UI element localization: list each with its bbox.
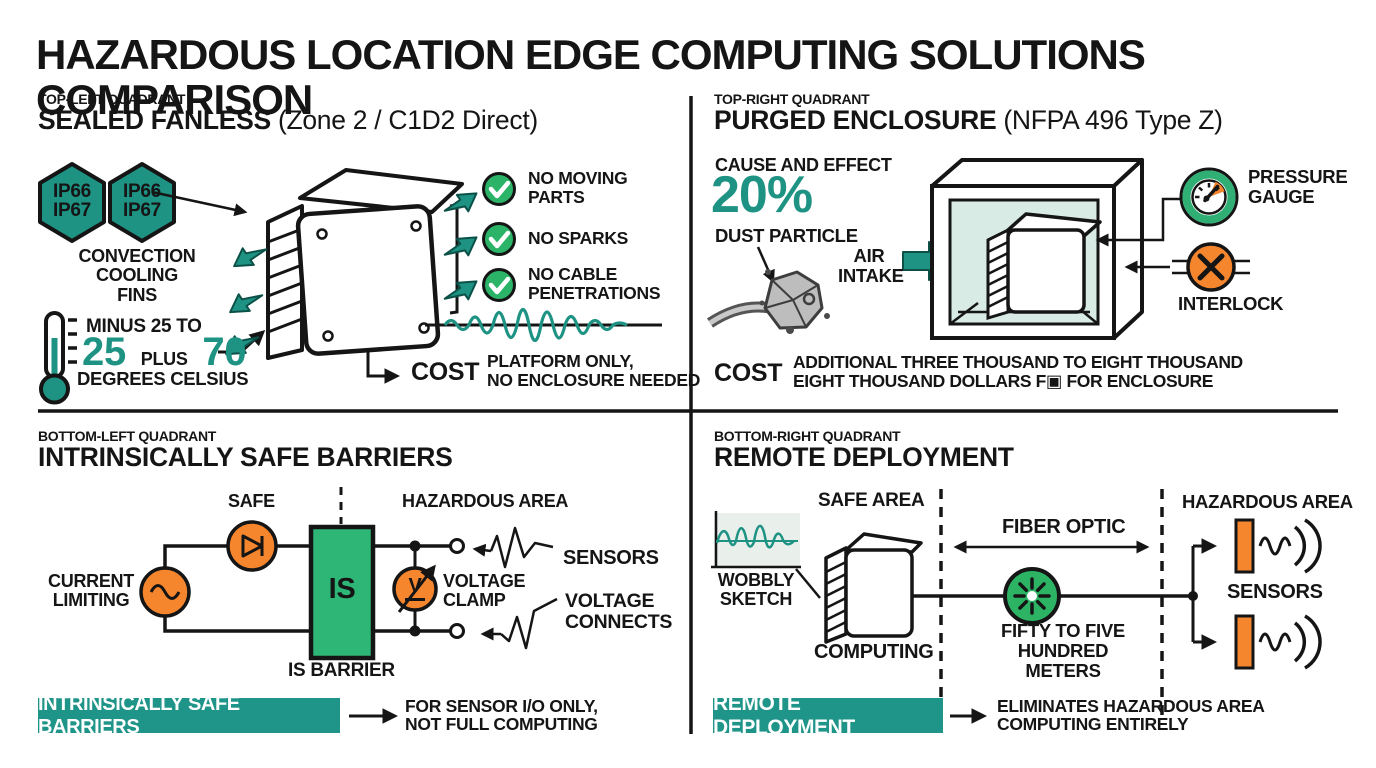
computing-device-illustration [824,532,923,644]
interlock-icon [1172,242,1250,292]
bl-sensors-label: SENSORS [563,547,659,569]
br-sensors-label: SENSORS [1227,581,1323,603]
tr-title: PURGED ENCLOSURE [714,105,997,135]
computing-label: COMPUTING [814,641,934,663]
checkmark-icons [482,172,516,302]
thermometer-icon [39,311,266,405]
tl-title-row: SEALED FANLESS (Zone 2 / C1D2 Direct) [38,106,538,135]
safe-area-label: SAFE AREA [818,490,925,511]
page-title: HAZARDOUS LOCATION EDGE COMPUTING SOLUTI… [36,31,1146,124]
tr-subtitle: (NFPA 496 Type Z) [1003,105,1223,135]
remote-link-diagram [912,489,1218,722]
check-label-no-moving-parts: NO MOVING PARTS [528,168,628,207]
voltage-clamp-label: VOLTAGE CLAMP [443,571,526,611]
pressure-gauge-icon [1179,167,1239,227]
check-label-no-cable-penetrations: NO CABLE PENETRATIONS [528,264,661,303]
tl-subtitle: (Zone 2 / C1D2 Direct) [277,105,538,135]
voltage-clamp-symbol: V [405,575,425,601]
br-banner: REMOTE DEPLOYMENT [713,692,943,739]
temp-range-prefix: MINUS 25 TO [86,316,202,337]
bl-banner-note: FOR SENSOR I/O ONLY, NOT FULL COMPUTING [405,696,598,735]
tr-cost-value: ADDITIONAL THREE THOUSAND TO EIGHT THOUS… [793,352,1243,391]
is-barrier-circuit-diagram [139,487,558,661]
pressure-gauge-label: PRESSURE GAUGE [1248,166,1348,207]
wobbly-sketch-panel [711,511,821,599]
voltage-connects-label: VOLTAGE CONNECTS [565,590,673,634]
wobbly-sketch-label: WOBBLY SKETCH [717,570,795,610]
current-limiting-label: CURRENT LIMITING [48,571,134,611]
br-banner-label: REMOTE DEPLOYMENT [713,691,855,739]
br-banner-note: ELIMINATES HAZARDOUS AREA COMPUTING ENTI… [997,696,1265,735]
tr-kicker: TOP-RIGHT QUADRANT [714,91,870,107]
tl-cost-label: COST [411,358,480,386]
bl-banner: INTRINSICALLY SAFE BARRIERS [38,693,340,738]
temp-joiner: PLUS [140,349,188,369]
temp-range-suffix: DEGREES CELSIUS [77,368,249,389]
temp-low-value: 25 [82,330,126,374]
dust-percentage-value: 20% [711,166,813,224]
check-label-no-sparks: NO SPARKS [528,228,629,248]
bl-banner-label: INTRINSICALLY SAFE BARRIERS [38,692,240,738]
tl-kicker: TOP-LEFT QUADRANT [38,91,186,107]
sensor-bar-icons [1234,518,1322,670]
tl-title: SEALED FANLESS [38,105,271,135]
br-kicker: BOTTOM-RIGHT QUADRANT [714,428,901,444]
br-title: REMOTE DEPLOYMENT [714,442,1014,472]
interlock-label: INTERLOCK [1178,293,1284,314]
quadrant-dividers [38,96,1338,734]
fiber-optic-label: FIBER OPTIC [1002,516,1126,538]
tr-title-row: PURGED ENCLOSURE (NFPA 496 Type Z) [714,106,1223,135]
ip-badge-label: IP66 IP67 [123,181,161,221]
br-hazardous-area-label: HAZARDOUS AREA [1182,491,1353,512]
dust-particle-label: DUST PARTICLE [715,225,858,246]
air-intake-label: AIR INTAKE [838,245,904,286]
safe-zone-label: SAFE [228,491,275,511]
ip-rating-hexagon-icons [38,162,248,243]
is-barrier-label: IS BARRIER [288,660,395,681]
cooling-fins-label: CONVECTION COOLING FINS [78,246,196,305]
vibration-squiggle-icon [425,307,662,343]
bl-title: INTRINSICALLY SAFE BARRIERS [38,442,453,472]
temp-range-values: 25 PLUS 70 [82,330,247,374]
is-box-label: IS [328,573,356,605]
tl-cost-value: PLATFORM ONLY, NO ENCLOSURE NEEDED [487,351,701,390]
fiber-splice-icon [1003,567,1061,625]
dust-particle-illustration [706,246,830,334]
temp-high-value: 70 [202,330,247,374]
purged-enclosure-illustration [930,158,1181,340]
bl-kicker: BOTTOM-LEFT QUADRANT [38,428,217,444]
bl-hazardous-area-label: HAZARDOUS AREA [402,491,569,511]
tr-cost-label: COST [714,359,783,387]
cause-effect-label: CAUSE AND EFFECT [715,155,892,175]
fiber-distance-label: FIFTY TO FIVE HUNDRED METERS [1001,620,1125,681]
sealed-fanless-device-illustration [266,168,464,384]
ip-badge-label: IP66 IP67 [53,181,91,221]
